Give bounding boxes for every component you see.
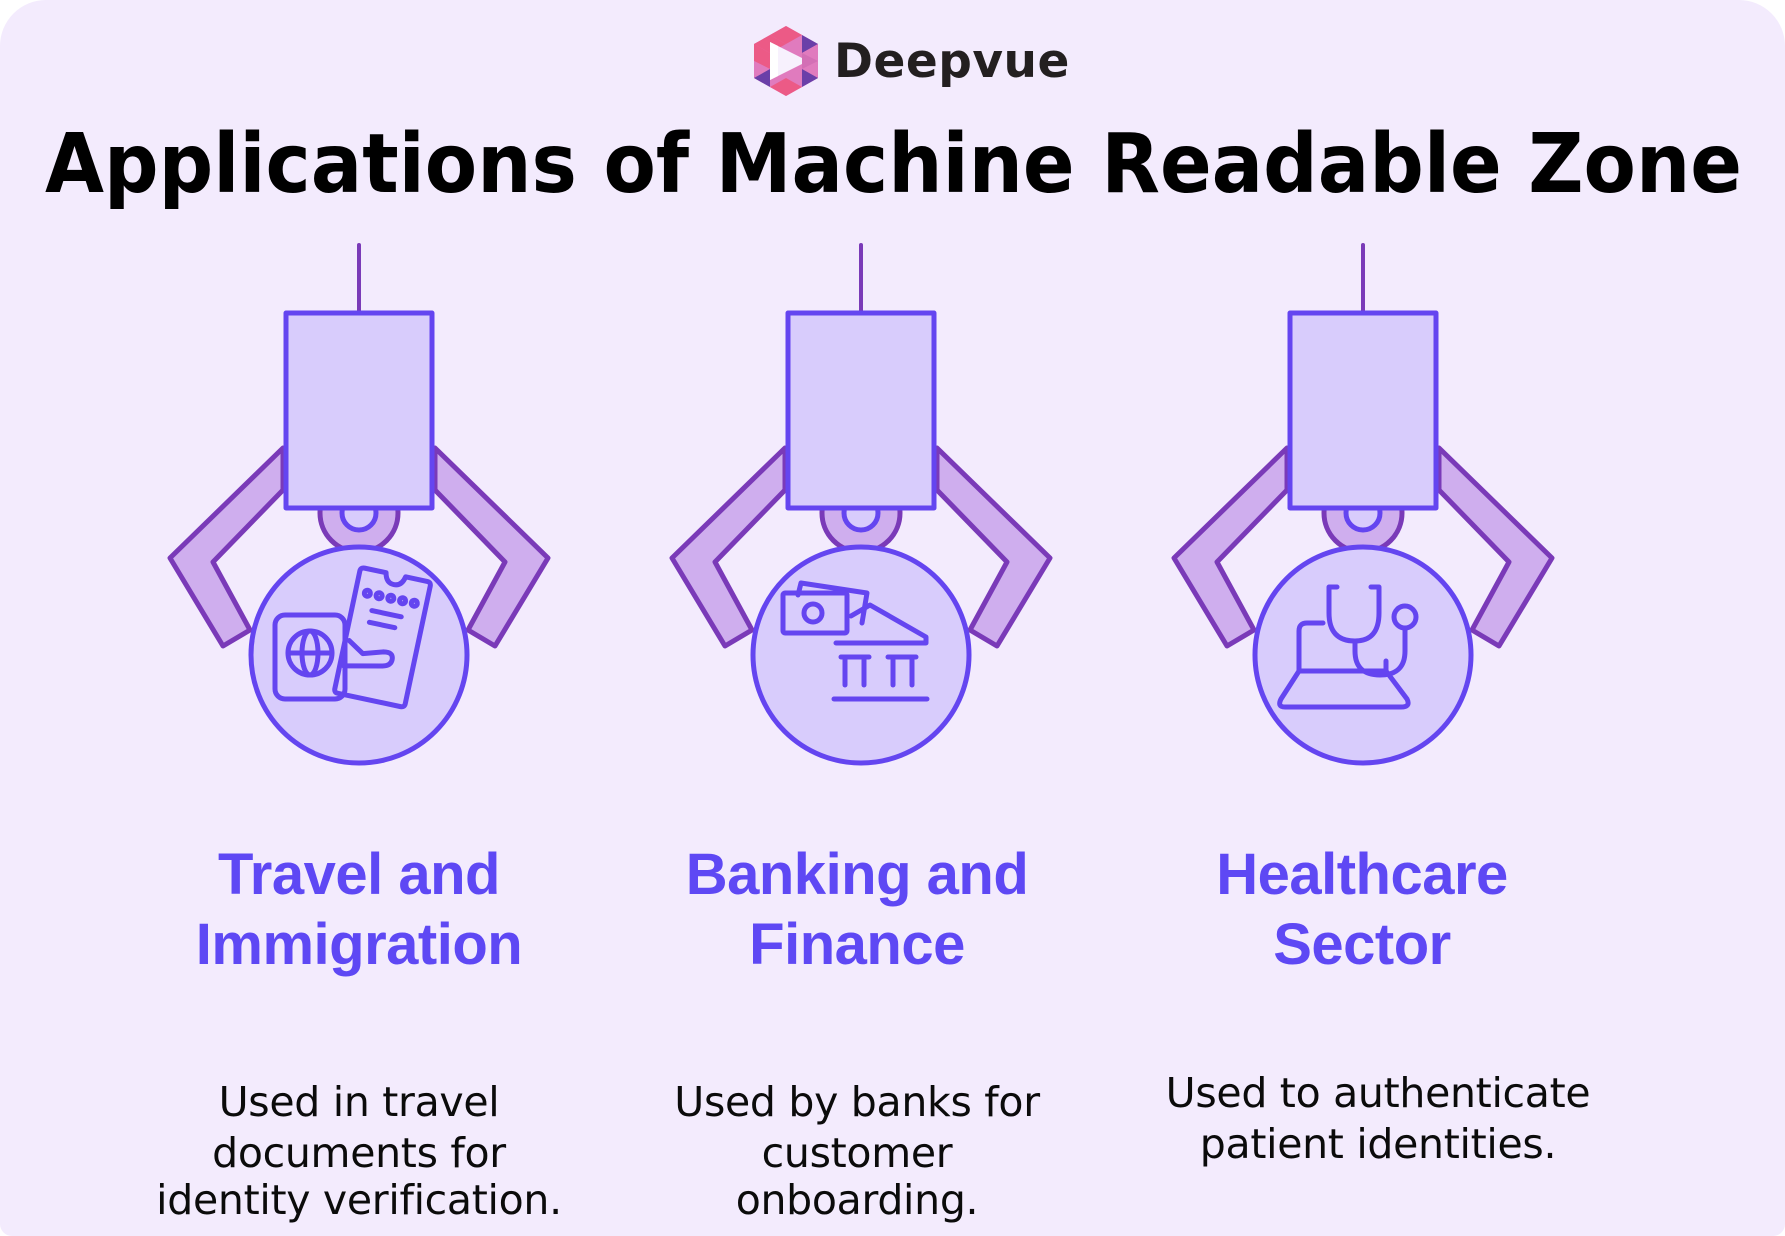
- claw-right-arm: [1436, 445, 1555, 649]
- ticket-dot: [361, 587, 373, 599]
- brand-logo: Deepvue: [748, 24, 1070, 98]
- description-line: customer: [761, 1129, 953, 1177]
- laptop-screen: [1296, 620, 1326, 674]
- heading-line: Finance: [749, 912, 965, 977]
- description-line: Used in travel: [218, 1078, 500, 1126]
- application-banking: Banking and Finance Used by banks for cu…: [597, 840, 1117, 1226]
- stethoscope-tube: [1352, 626, 1408, 678]
- claw-left-arm: [167, 445, 286, 649]
- passport-outline: [272, 612, 348, 702]
- passport-ticket-icon: [272, 565, 433, 710]
- application-heading: Healthcare Sector: [1102, 840, 1622, 980]
- description-line: Used to authenticate: [1165, 1069, 1591, 1117]
- claw-2: [669, 243, 1053, 766]
- deepvue-hexagon-logo-icon: [754, 26, 818, 96]
- stethoscope-chest-piece: [1391, 603, 1419, 631]
- bank-roof: [833, 602, 929, 646]
- heading-line: Immigration: [195, 912, 523, 977]
- description-line: onboarding.: [735, 1176, 979, 1224]
- claw-left-arm: [1171, 445, 1290, 649]
- claw-body: [283, 310, 435, 511]
- application-healthcare: Healthcare Sector Used to authenticate p…: [1102, 840, 1622, 1170]
- money-note: [780, 590, 850, 636]
- ticket-dot: [373, 590, 385, 602]
- claw-body: [785, 310, 937, 511]
- brand-name: Deepvue: [834, 33, 1070, 89]
- application-heading: Travel and Immigration: [99, 840, 619, 980]
- claw-1: [167, 243, 551, 766]
- claw-3: [1171, 243, 1555, 766]
- claw-right-arm: [934, 445, 1053, 649]
- claw-left-arm: [669, 445, 788, 649]
- plane-path: [341, 638, 395, 669]
- heading-line: Sector: [1273, 912, 1451, 977]
- ticket-outline: [332, 565, 433, 710]
- stethoscope-laptop-icon: [1277, 584, 1419, 710]
- claw-body: [1287, 310, 1439, 511]
- heading-line: Travel and: [218, 842, 500, 907]
- description-line: patient identities.: [1199, 1120, 1557, 1168]
- application-heading: Banking and Finance: [597, 840, 1117, 980]
- claw-right-arm: [432, 445, 551, 649]
- ticket-line: [366, 619, 398, 631]
- laptop-base: [1277, 668, 1411, 710]
- page-title-text: Applications of Machine Readable Zone: [45, 117, 1742, 212]
- ticket-dot: [408, 597, 420, 609]
- description-line: documents for: [212, 1129, 506, 1177]
- heading-line: Healthcare: [1216, 842, 1508, 907]
- page-title: Applications of Machine Readable Zone: [45, 117, 1742, 212]
- coin-icon: [801, 601, 825, 625]
- money-bank-icon: [780, 580, 930, 702]
- description-line: Used by banks for: [674, 1078, 1040, 1126]
- application-description: Used by banks for customer onboarding.: [597, 1077, 1117, 1226]
- ticket-line: [369, 608, 404, 620]
- ticket-dot: [385, 592, 397, 604]
- heading-line: Banking and: [685, 842, 1029, 907]
- description-line: identity verification.: [156, 1176, 562, 1224]
- application-description: Used in travel documents for identity ve…: [99, 1077, 619, 1226]
- claw-held-circle: [1252, 544, 1474, 766]
- ticket-icon: [332, 565, 433, 710]
- application-description: Used to authenticate patient identities.: [1102, 1068, 1622, 1170]
- ticket-dot: [397, 595, 409, 607]
- claw-illustrations: [167, 243, 1555, 766]
- application-travel: Travel and Immigration Used in travel do…: [99, 840, 619, 1226]
